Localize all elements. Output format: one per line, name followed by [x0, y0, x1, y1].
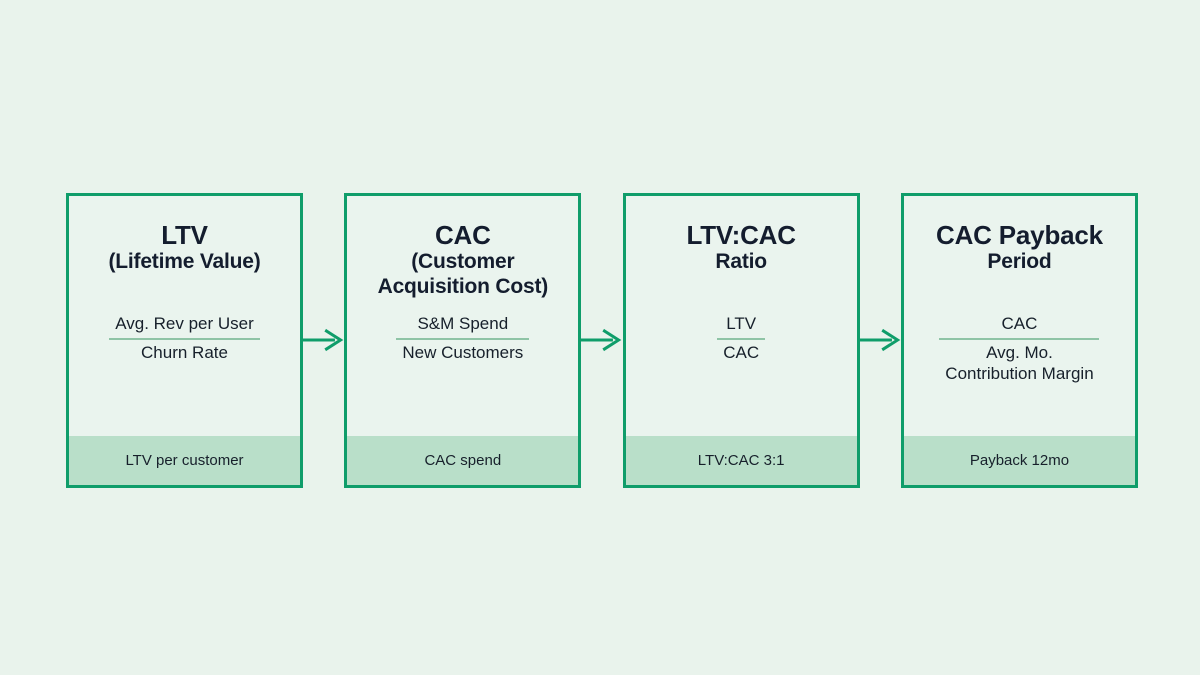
fraction-denominator: New Customers	[402, 342, 524, 362]
card-title: CAC (Customer Acquisition Cost)	[347, 220, 578, 300]
card-body: LTV:CAC Ratio LTV CAC	[626, 196, 857, 436]
card-title: CAC Payback Period	[904, 220, 1135, 275]
arrow-right-icon	[581, 193, 622, 488]
fraction-bar	[939, 337, 1100, 340]
arrow-right-icon	[303, 193, 344, 488]
metric-card-ltv-cac-ratio[interactable]: LTV:CAC Ratio LTV CAC LTV:CAC 3:1	[622, 193, 860, 488]
formula-fraction: LTV CAC	[626, 314, 857, 364]
card-title-main: CAC Payback	[936, 220, 1103, 250]
connector-2	[581, 193, 622, 488]
card-body: CAC Payback Period CAC Avg. Mo. Contribu…	[904, 196, 1135, 436]
card-title-main: CAC	[434, 220, 491, 250]
fraction-bar	[717, 337, 766, 340]
formula-fraction: S&M Spend New Customers	[347, 314, 578, 364]
card-title-main: LTV:CAC	[686, 220, 796, 250]
fraction-denominator: Avg. Mo. Contribution Margin	[945, 342, 1094, 383]
metric-card-ltv[interactable]: LTV (Lifetime Value) Avg. Rev per User C…	[66, 193, 303, 488]
fraction-denominator: CAC	[723, 342, 760, 362]
fraction-bar	[396, 337, 530, 340]
metric-card-cac-payback[interactable]: CAC Payback Period CAC Avg. Mo. Contribu…	[900, 193, 1138, 488]
card-title-sub: (Customer Acquisition Cost)	[377, 250, 549, 298]
connector-1	[303, 193, 344, 488]
card-title: LTV (Lifetime Value)	[69, 220, 300, 275]
fraction-numerator: CAC	[1001, 314, 1038, 333]
card-footer-label: LTV:CAC 3:1	[625, 436, 857, 485]
card-title: LTV:CAC Ratio	[626, 220, 857, 275]
card-title-sub: Ratio	[715, 250, 767, 274]
fraction-numerator: S&M Spend	[417, 314, 509, 333]
connector-3	[860, 193, 901, 488]
card-body: LTV (Lifetime Value) Avg. Rev per User C…	[69, 196, 300, 436]
fraction-numerator: LTV	[726, 314, 757, 333]
arrow-right-icon	[860, 193, 901, 488]
card-title-sub: Period	[987, 250, 1052, 274]
metric-flow: LTV (Lifetime Value) Avg. Rev per User C…	[66, 193, 1138, 488]
fraction-numerator: Avg. Rev per User	[115, 314, 254, 333]
card-footer-label: CAC spend	[347, 436, 579, 485]
formula-fraction: Avg. Rev per User Churn Rate	[69, 314, 300, 364]
fraction-bar	[109, 337, 260, 340]
metric-card-cac[interactable]: CAC (Customer Acquisition Cost) S&M Spen…	[344, 193, 582, 488]
card-body: CAC (Customer Acquisition Cost) S&M Spen…	[347, 196, 578, 436]
card-title-main: LTV	[161, 220, 208, 250]
card-footer-label: Payback 12mo	[903, 436, 1135, 485]
formula-fraction: CAC Avg. Mo. Contribution Margin	[904, 314, 1135, 385]
card-title-sub: (Lifetime Value)	[108, 250, 261, 274]
card-footer-label: LTV per customer	[69, 436, 300, 485]
fraction-denominator: Churn Rate	[141, 342, 228, 362]
